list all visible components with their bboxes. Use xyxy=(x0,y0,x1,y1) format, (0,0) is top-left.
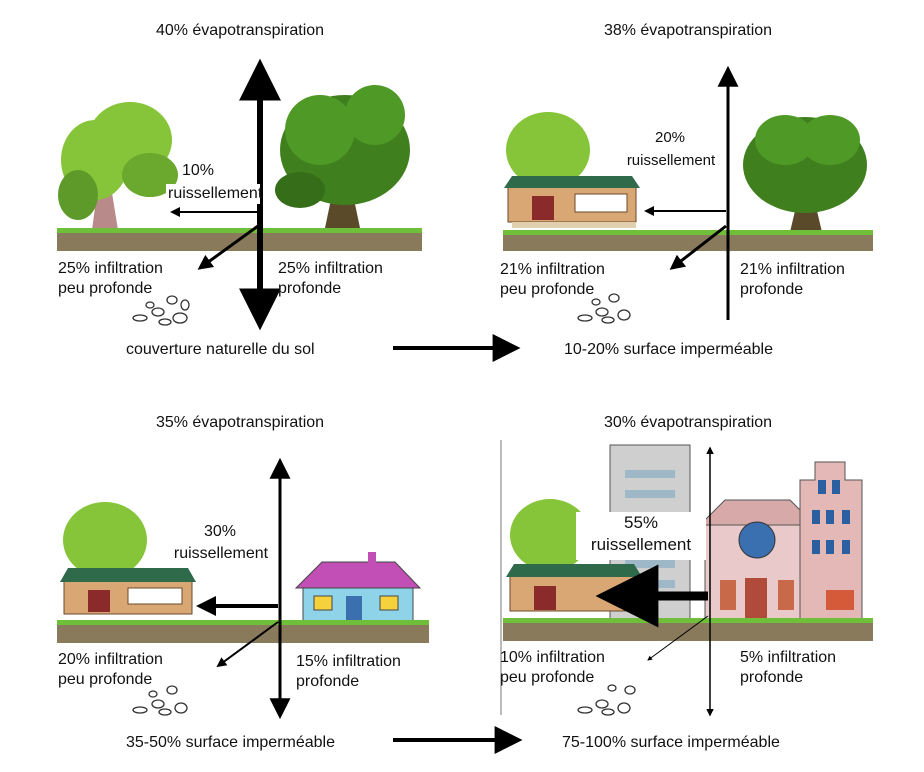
runoff-label: ruissellement xyxy=(166,184,263,204)
shallow-infiltration-arrow xyxy=(647,615,709,661)
runoff-label: ruissellement xyxy=(164,544,278,564)
shallow-infiltration-label: 20% infiltration peu profonde xyxy=(58,651,163,688)
caption-label: couverture naturelle du sol xyxy=(126,341,315,358)
pebbles-icon xyxy=(132,295,190,326)
house-green-roof xyxy=(506,564,642,612)
house-green-roof xyxy=(504,176,640,228)
evapotranspiration-label: 40% évapotranspiration xyxy=(155,22,325,39)
panel-natural-cover xyxy=(57,58,422,331)
pebbles-icon xyxy=(132,685,188,716)
evapotranspiration-label: 35% évapotranspiration xyxy=(155,414,325,431)
caption-label: 10-20% surface imperméable xyxy=(564,341,773,358)
pebbles-icon xyxy=(577,293,631,324)
deep-infiltration-label: 5% infiltration profonde xyxy=(740,649,837,686)
runoff-label: ruissellement xyxy=(626,152,716,169)
evapotranspiration-label: 38% évapotranspiration xyxy=(603,22,773,39)
house-pink-roof xyxy=(294,552,422,622)
evapotranspiration-label: 30% évapotranspiration xyxy=(603,414,773,431)
panel-high-impervious xyxy=(500,440,873,717)
tree-dark xyxy=(743,115,867,232)
panel-low-impervious xyxy=(503,65,873,324)
shallow-infiltration-arrow xyxy=(216,621,279,668)
runoff-box: 55% ruissellement xyxy=(576,512,706,560)
deep-infiltration-label: 25% infiltration profonde xyxy=(278,260,383,297)
gabled-building xyxy=(799,461,863,621)
shallow-infiltration-arrow xyxy=(197,224,259,270)
tree-dark xyxy=(275,85,410,228)
caption-label: 75-100% surface imperméable xyxy=(562,734,780,751)
runoff-percent-label: 55% xyxy=(623,513,659,532)
deep-infiltration-label: 15% infiltration profonde xyxy=(296,653,401,690)
shallow-infiltration-label: 25% infiltration peu profonde xyxy=(58,260,163,297)
pebbles-icon xyxy=(577,684,636,716)
shop-building xyxy=(698,499,817,621)
house-green-roof xyxy=(60,568,196,615)
runoff-percent-label: 10% xyxy=(181,162,215,179)
tree-light xyxy=(58,102,178,230)
shallow-infiltration-arrow xyxy=(669,224,727,270)
runoff-percent-label: 20% xyxy=(654,129,686,146)
shallow-infiltration-label: 21% infiltration peu profonde xyxy=(500,261,605,298)
caption-label: 35-50% surface imperméable xyxy=(126,734,335,751)
deep-infiltration-label: 21% infiltration profonde xyxy=(740,261,845,298)
panel-medium-impervious xyxy=(57,457,429,720)
runoff-percent-label: 30% xyxy=(203,523,237,540)
shallow-infiltration-label: 10% infiltration peu profonde xyxy=(500,649,605,686)
runoff-label: ruissellement xyxy=(590,535,692,554)
